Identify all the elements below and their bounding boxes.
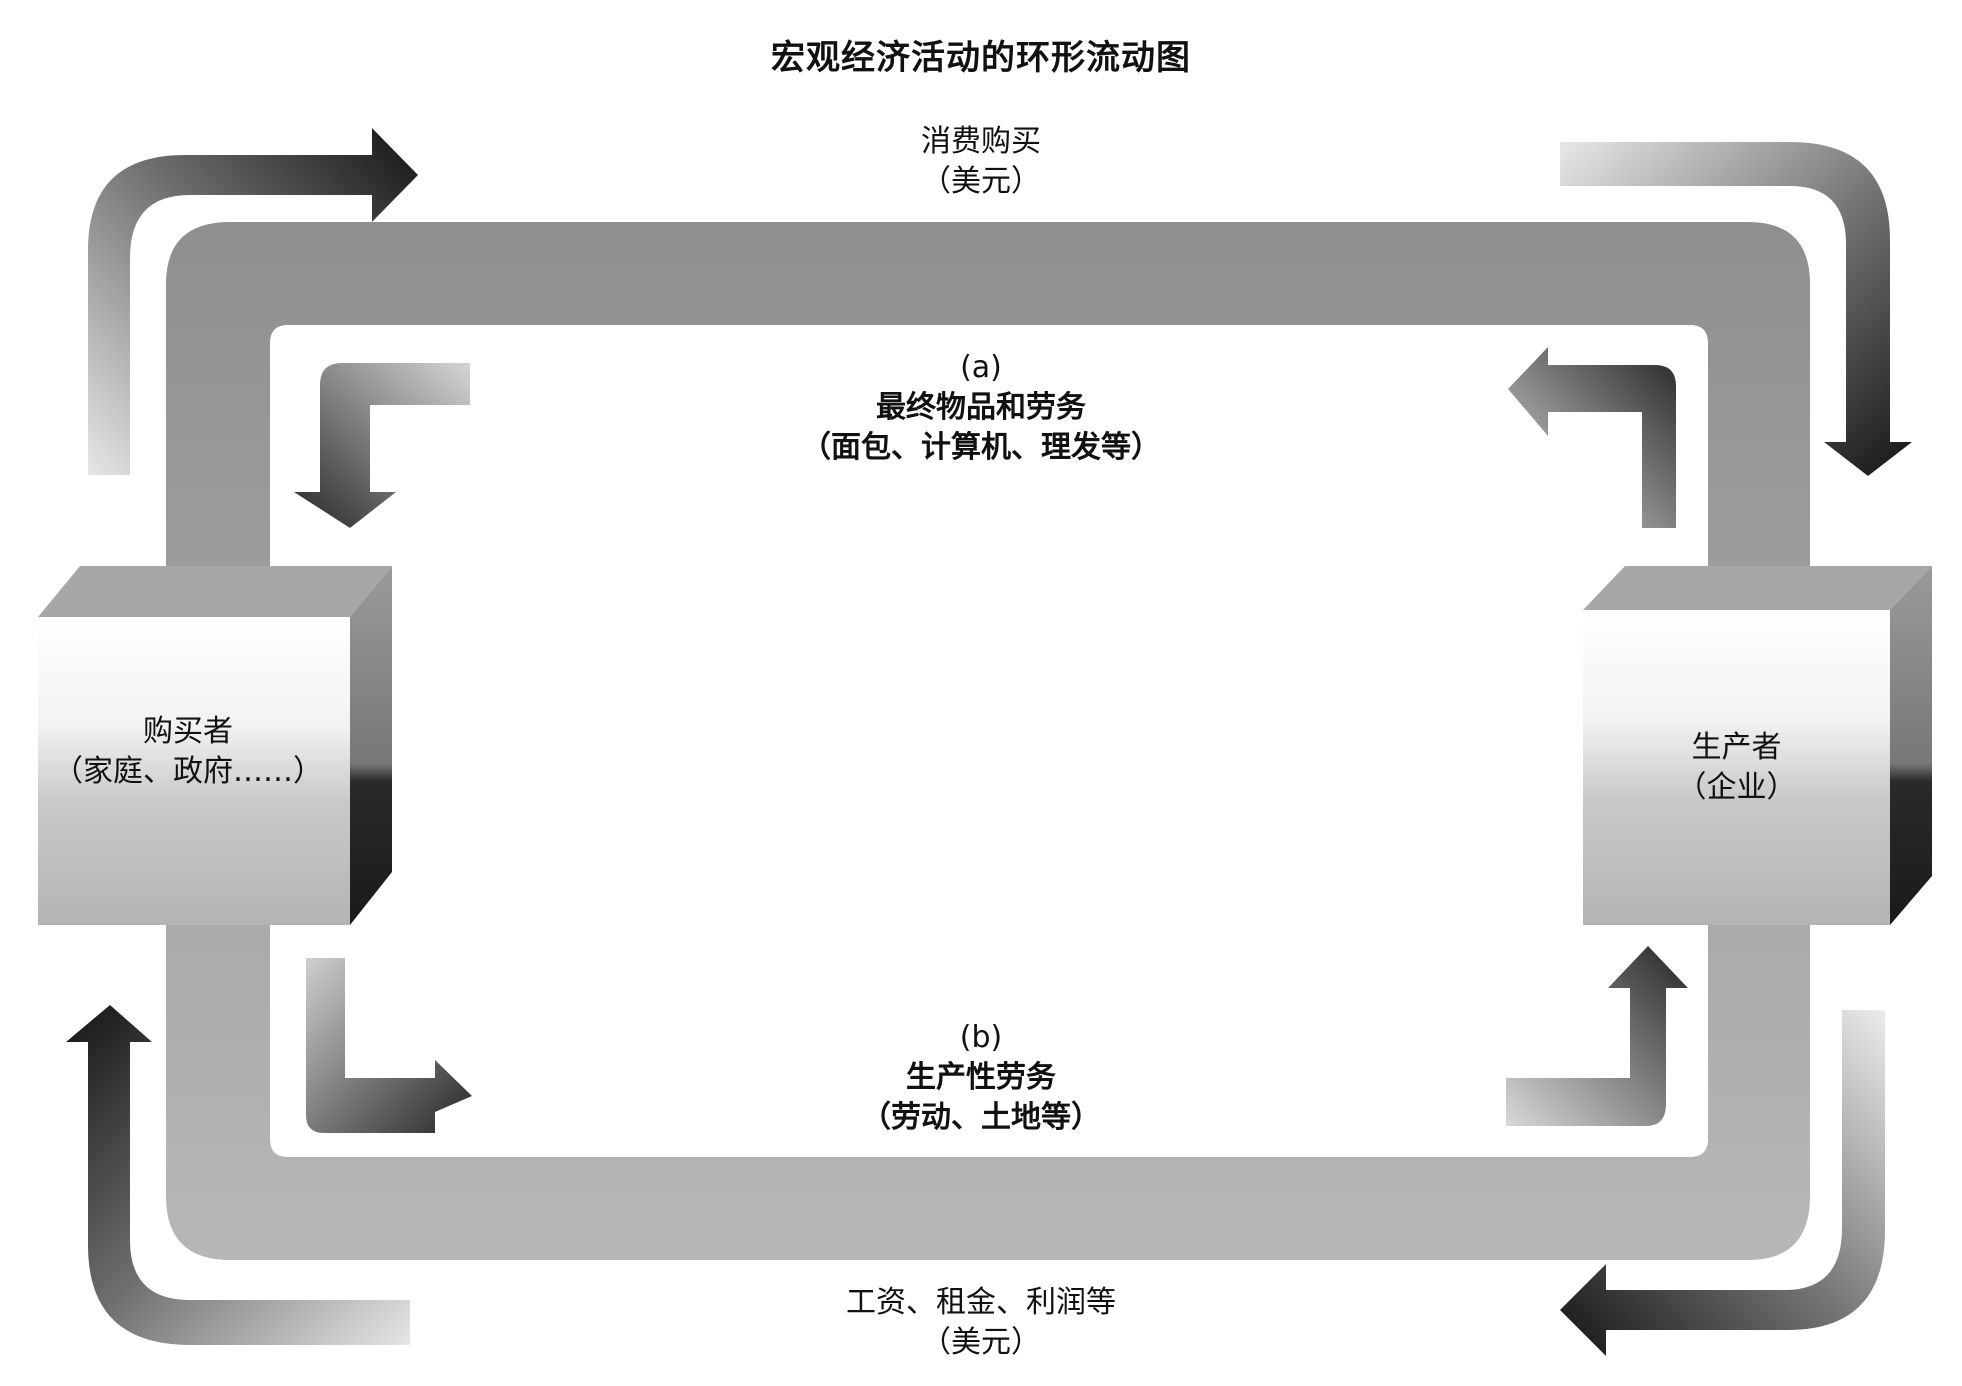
- income-label: 工资、租金、利润等 （美元）: [731, 1283, 1231, 1363]
- buyers-line2: （家庭、政府……）: [53, 754, 323, 789]
- services-line1: 生产性劳务: [906, 1060, 1056, 1095]
- outer-arrow-top-left: [88, 128, 418, 475]
- consumer-spending-line2: （美元）: [921, 164, 1041, 199]
- productive-services-label: (b) 生产性劳务 （劳动、土地等）: [681, 1018, 1281, 1138]
- diagram-title: 宏观经济活动的环形流动图: [771, 38, 1191, 78]
- outer-arrow-top-right: [1560, 142, 1912, 476]
- income-line2: （美元）: [921, 1325, 1041, 1360]
- consumer-spending-label: 消费购买 （美元）: [781, 122, 1181, 202]
- services-line2: （劳动、土地等）: [861, 1100, 1101, 1135]
- buyers-label: 购买者 （家庭、政府……）: [28, 712, 348, 792]
- outer-arrow-bottom-left: [66, 1005, 410, 1345]
- goods-tag: (a): [960, 350, 1002, 385]
- buyers-line1: 购买者: [143, 714, 233, 749]
- inner-arrow-goods-from-producers: [1508, 347, 1676, 528]
- producers-label: 生产者 （企业）: [1583, 728, 1890, 808]
- producers-line2: （企业）: [1676, 770, 1797, 805]
- producers-line1: 生产者: [1691, 730, 1782, 765]
- services-tag: (b): [959, 1020, 1003, 1055]
- buyers-box: [38, 566, 392, 925]
- goods-services-label: (a) 最终物品和劳务 （面包、计算机、理发等）: [681, 348, 1281, 468]
- producers-box: [1583, 566, 1932, 925]
- inner-arrow-goods-to-buyers: [294, 363, 470, 528]
- inner-arrow-services-from-buyers: [306, 958, 472, 1133]
- goods-line1: 最终物品和劳务: [876, 390, 1086, 425]
- consumer-spending-line1: 消费购买: [921, 124, 1041, 159]
- inner-arrow-services-to-producers: [1506, 946, 1688, 1126]
- goods-line2: （面包、计算机、理发等）: [801, 430, 1161, 465]
- outer-arrow-bottom-right: [1560, 1010, 1885, 1356]
- income-line1: 工资、租金、利润等: [846, 1285, 1116, 1320]
